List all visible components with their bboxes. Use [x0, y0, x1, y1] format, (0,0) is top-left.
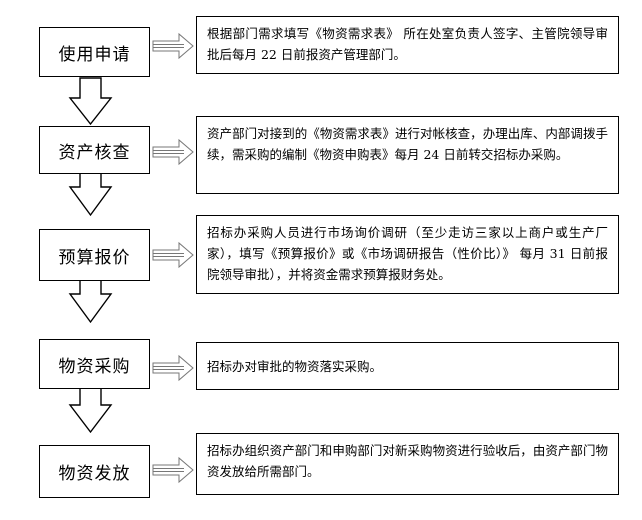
down-arrow-1 — [68, 77, 113, 126]
desc-box-apply: 根据部门需求填写《物资需求表》 所在处室负责人签字、主管院领导审批后每月 22 … — [196, 16, 619, 74]
right-arrow-3 — [152, 241, 194, 269]
right-arrow-4 — [152, 354, 194, 382]
step-box-distribute: 物资发放 — [39, 445, 150, 498]
desc-box-purchase: 招标办对审批的物资落实采购。 — [196, 342, 619, 390]
step-box-verify: 资产核查 — [39, 126, 150, 174]
right-arrow-1 — [152, 32, 194, 60]
right-arrow-5 — [152, 456, 194, 484]
desc-box-verify: 资产部门对接到的《物资需求表》进行对帐核查，办理出库、内部调拨手续，需采购的编制… — [196, 116, 619, 194]
step-box-quote: 预算报价 — [39, 229, 150, 281]
step-box-apply: 使用申请 — [39, 27, 150, 77]
right-arrow-2 — [152, 138, 194, 166]
down-arrow-4 — [68, 383, 113, 434]
desc-box-distribute: 招标办组织资产部门和申购部门对新采购物资进行验收后，由资产部门物资发放给所需部门… — [196, 433, 619, 495]
desc-box-quote: 招标办采购人员进行市场询价调研（至少走访三家以上商户或生产厂家），填写《预算报价… — [196, 215, 619, 294]
step-box-purchase: 物资采购 — [39, 339, 150, 389]
